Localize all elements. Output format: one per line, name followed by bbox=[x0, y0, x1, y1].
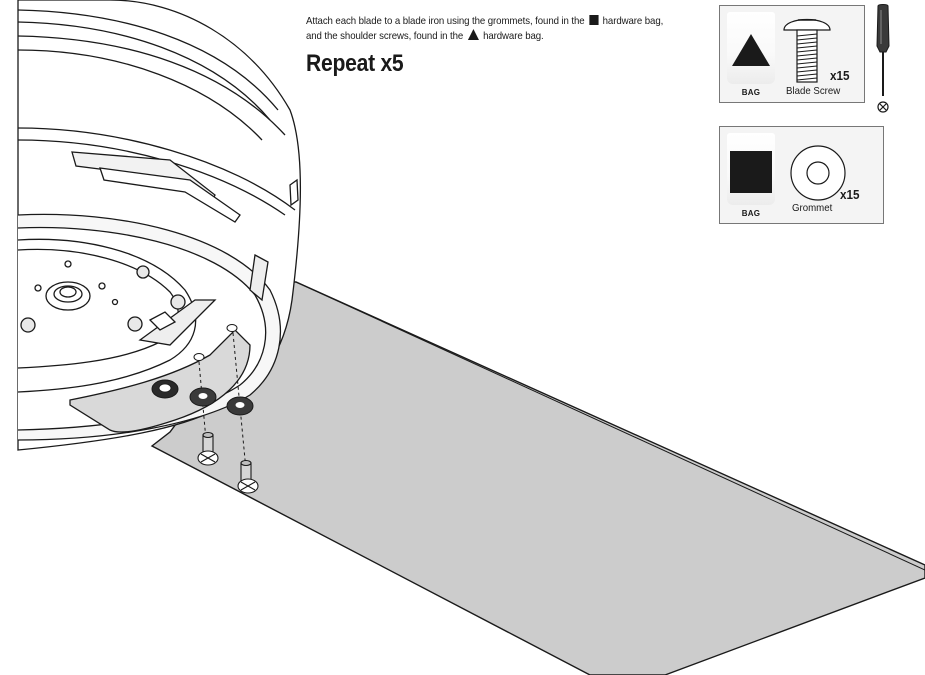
fan-blade bbox=[150, 281, 925, 675]
bag-label: BAG bbox=[741, 88, 761, 97]
phillips-screwdriver-icon bbox=[876, 4, 890, 113]
instruction-line-1-prefix: Attach each blade to a blade iron using … bbox=[306, 15, 585, 27]
instruction-line-1-suffix: hardware bag, bbox=[602, 15, 664, 27]
hardware-bag-icon bbox=[727, 12, 775, 84]
blade-screw-parts bbox=[197, 431, 259, 494]
blade-screw-quantity: x15 bbox=[830, 68, 850, 83]
blade-screw-icon bbox=[783, 19, 831, 83]
hardware-bag-icon bbox=[727, 133, 775, 205]
hardware-box-grommet: BAG x15 Grommet bbox=[719, 126, 884, 224]
grommet-quantity: x15 bbox=[840, 187, 860, 202]
triangle-bag-icon bbox=[732, 34, 770, 66]
instruction-line-2-prefix: and the shoulder screws, found in the bbox=[306, 30, 464, 42]
motor-housing bbox=[17, 0, 302, 451]
grommet-icon bbox=[790, 145, 846, 201]
installed-grommet bbox=[151, 379, 179, 399]
blade-screw-label: Blade Screw bbox=[786, 85, 841, 97]
square-bag-icon bbox=[589, 15, 599, 25]
hardware-box-blade-screw: BAG x15 Blade Screw bbox=[719, 5, 865, 103]
grommet-parts bbox=[189, 387, 254, 416]
square-bag-icon bbox=[730, 151, 772, 193]
blade-iron-holes bbox=[193, 324, 238, 361]
repeat-heading: Repeat x5 bbox=[306, 50, 404, 77]
bag-label: BAG bbox=[741, 209, 761, 218]
triangle-bag-icon bbox=[467, 29, 479, 40]
blade-edge bbox=[295, 281, 925, 571]
instruction-text: Attach each blade to a blade iron using … bbox=[306, 14, 683, 44]
instruction-line-1: Attach each blade to a blade iron using … bbox=[306, 14, 683, 29]
grommet-label: Grommet bbox=[792, 202, 833, 214]
instruction-line-2-suffix: hardware bag. bbox=[483, 30, 544, 42]
instruction-line-2: and the shoulder screws, found in the ha… bbox=[306, 29, 683, 44]
